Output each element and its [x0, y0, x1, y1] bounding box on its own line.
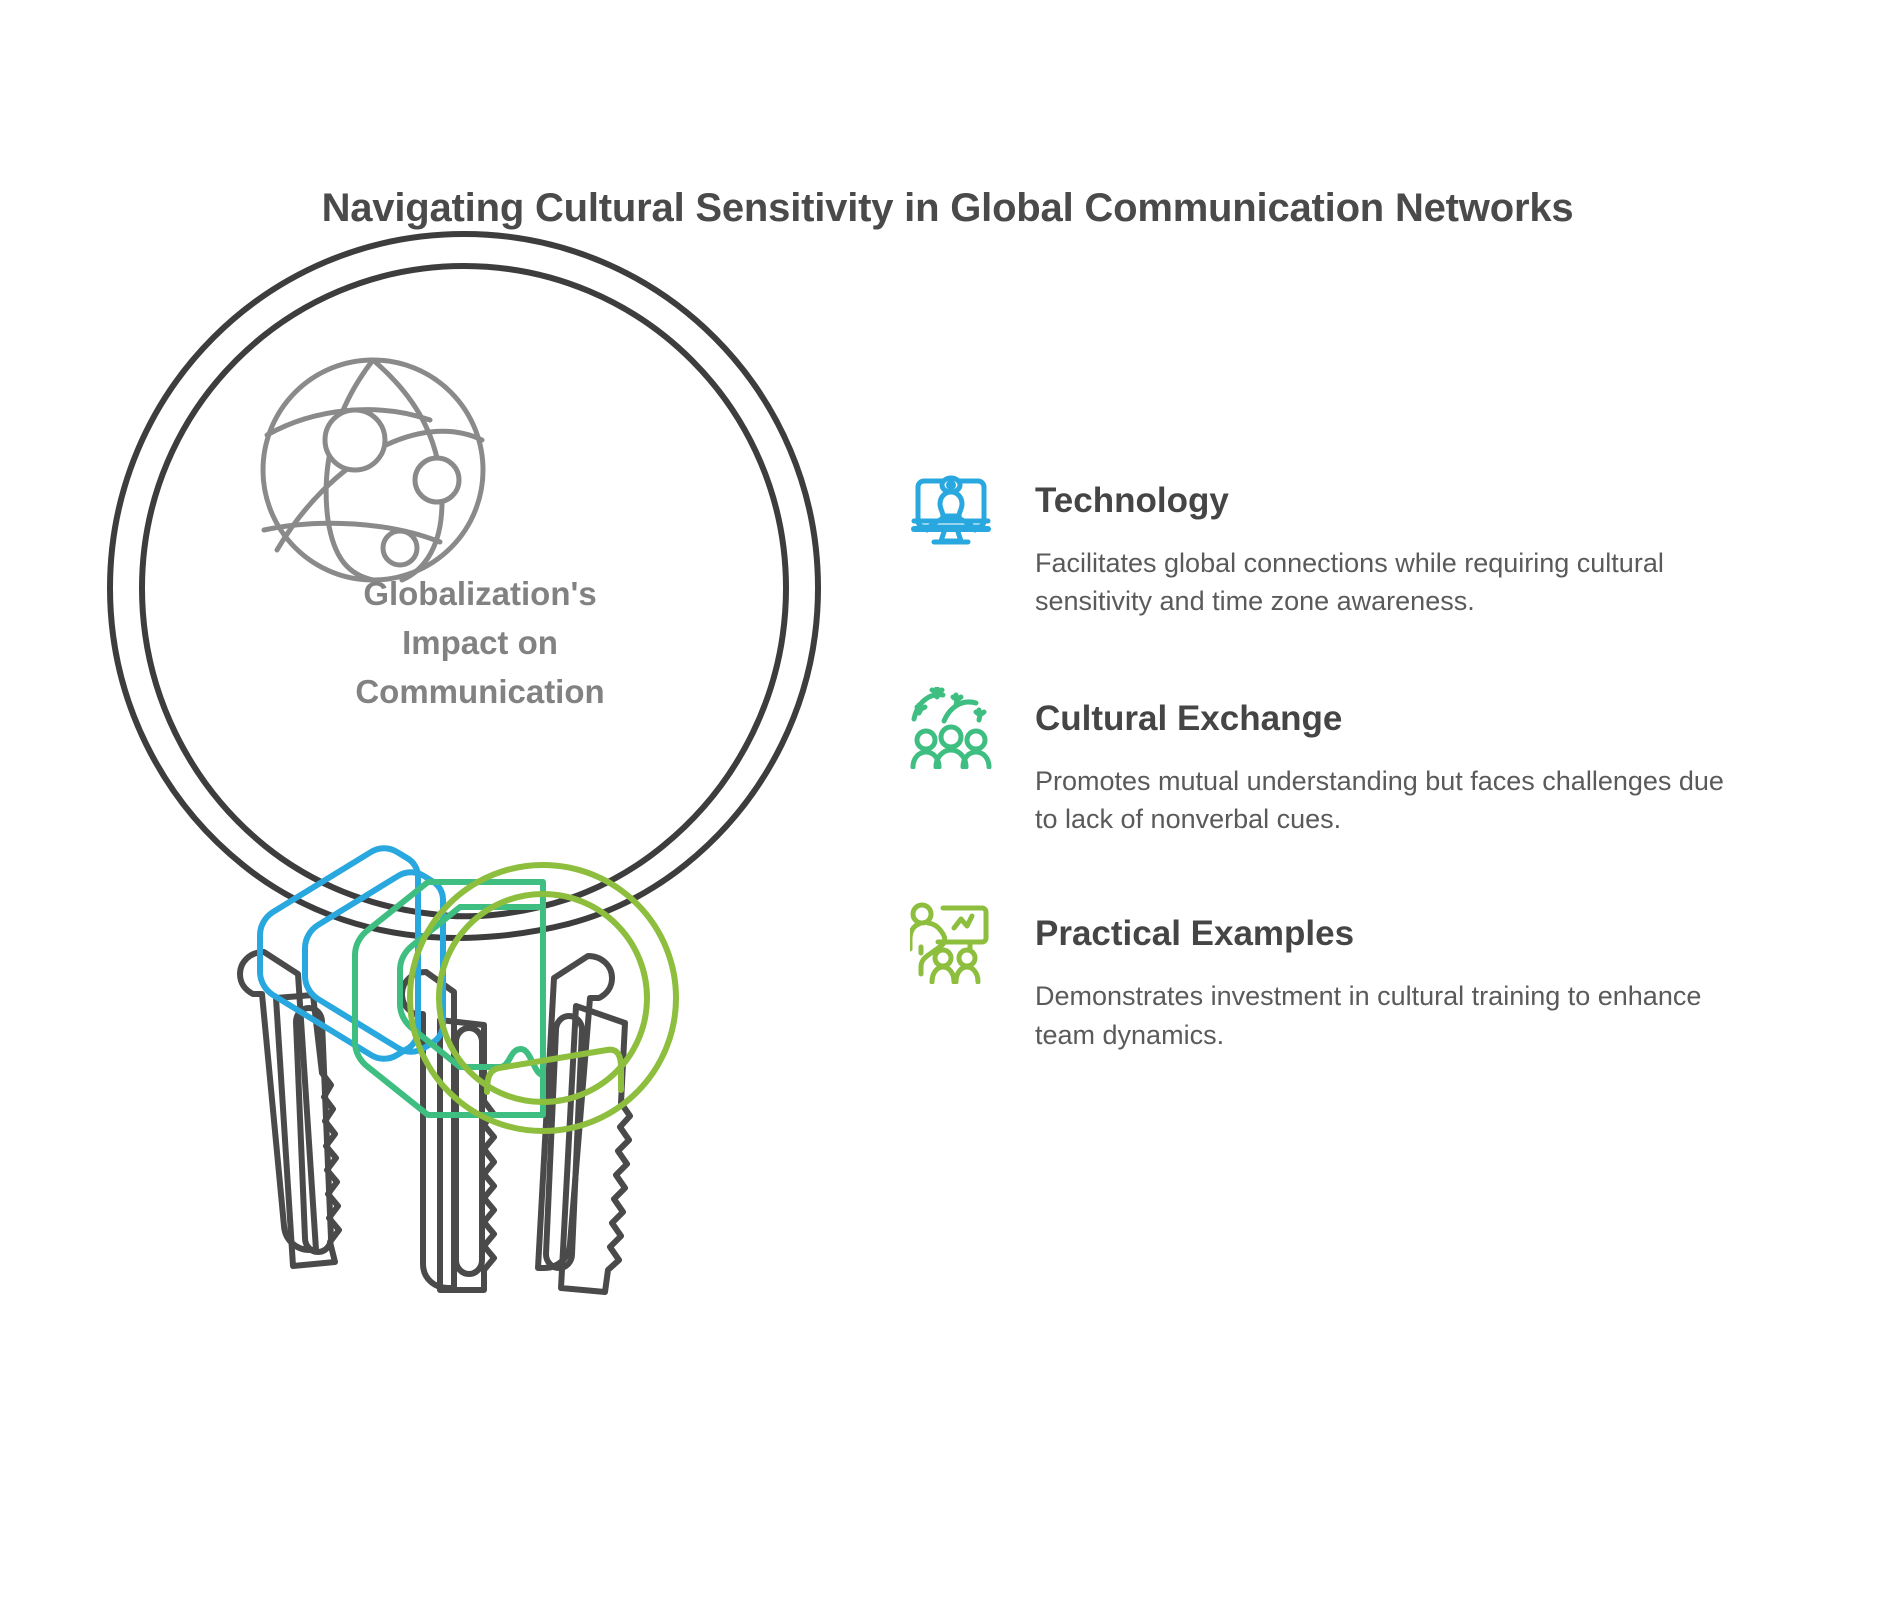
feature-list: Technology Facilitates global connection…	[910, 465, 1740, 1054]
page-title: Navigating Cultural Sensitivity in Globa…	[321, 186, 1574, 230]
feature-heading-technology: Technology	[1035, 481, 1229, 520]
feature-item-practical-examples[interactable]: Practical Examples Demonstrates investme…	[910, 898, 1740, 1054]
feature-heading-cultural-exchange: Cultural Exchange	[1035, 698, 1343, 738]
feature-body-cultural-exchange: Promotes mutual understanding but faces …	[1035, 765, 1724, 834]
center-label-line-3: Communication	[355, 672, 605, 710]
presentation-training-icon	[910, 902, 992, 985]
video-monitor-person-icon	[910, 469, 992, 551]
keyring-illustration	[90, 230, 830, 1300]
people-celebration-icon	[910, 686, 992, 769]
key-blades	[237, 949, 633, 1295]
feature-heading-practical-examples: Practical Examples	[1035, 914, 1355, 954]
feature-body-technology: Facilitates global connections while req…	[1035, 548, 1664, 617]
center-label-line-2: Impact on	[402, 623, 558, 661]
center-label: Globalization's Impact on Communication	[205, 570, 755, 716]
feature-body-practical-examples: Demonstrates investment in cultural trai…	[1035, 981, 1702, 1050]
feature-item-cultural-exchange[interactable]: Cultural Exchange Promotes mutual unders…	[910, 683, 1740, 839]
key-bow-lime	[407, 862, 679, 1134]
feature-item-technology[interactable]: Technology Facilitates global connection…	[910, 465, 1740, 621]
center-label-line-1: Globalization's	[363, 575, 597, 612]
key-bow-green	[352, 879, 546, 1118]
globe-network-icon	[260, 357, 486, 583]
